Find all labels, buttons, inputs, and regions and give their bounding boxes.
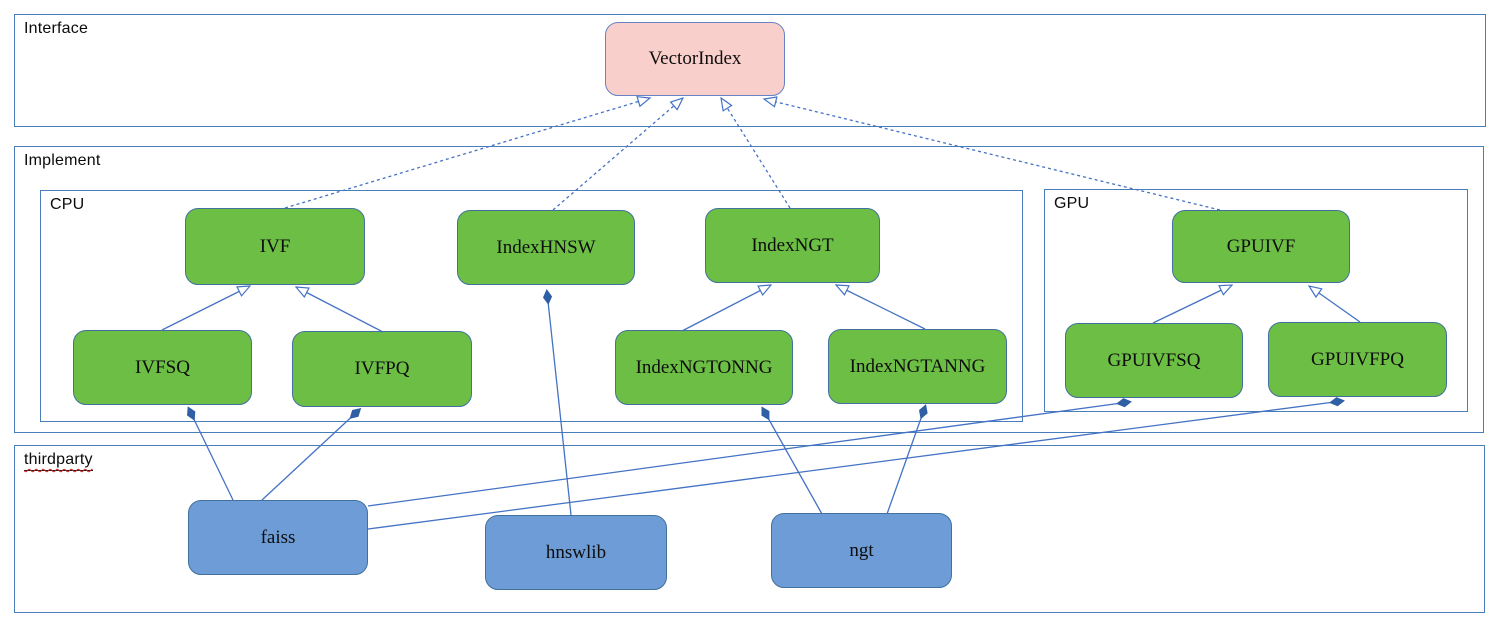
node-indexhnsw-label: IndexHNSW bbox=[496, 236, 596, 258]
node-gpuivfsq-label: GPUIVFSQ bbox=[1107, 349, 1201, 371]
container-implement-label: Implement bbox=[24, 152, 101, 169]
node-ivfpq-label: IVFPQ bbox=[354, 358, 410, 379]
node-vectorindex: VectorIndex bbox=[605, 22, 785, 96]
node-ivfsq-label: IVFSQ bbox=[135, 356, 190, 378]
node-gpuivfpq-label: GPUIVFPQ bbox=[1311, 348, 1404, 370]
node-gpuivfsq: GPUIVFSQ bbox=[1065, 323, 1243, 398]
node-indexhnsw: IndexHNSW bbox=[457, 210, 635, 285]
node-ivfpq: IVFPQ bbox=[292, 331, 472, 407]
node-indexngt-label: IndexNGT bbox=[751, 234, 834, 256]
node-gpuivf-label: GPUIVF bbox=[1226, 235, 1296, 257]
node-ngt: ngt bbox=[771, 513, 952, 588]
container-cpu-label: CPU bbox=[50, 196, 85, 213]
node-ivf: IVF bbox=[185, 208, 365, 285]
container-gpu-label: GPU bbox=[1054, 195, 1090, 212]
node-indexngtanng: IndexNGTANNG bbox=[828, 329, 1007, 404]
node-faiss-label: faiss bbox=[260, 526, 296, 548]
node-ivf-label: IVF bbox=[259, 235, 291, 257]
node-ivfsq: IVFSQ bbox=[73, 330, 252, 405]
node-vectorindex-label: VectorIndex bbox=[648, 48, 742, 69]
node-indexngtonng-label: IndexNGTONNG bbox=[635, 356, 773, 378]
node-indexngt: IndexNGT bbox=[705, 208, 880, 283]
node-faiss: faiss bbox=[188, 500, 368, 575]
node-indexngtonng: IndexNGTONNG bbox=[615, 330, 793, 405]
node-ngt-label: ngt bbox=[849, 539, 874, 561]
container-interface-label: Interface bbox=[24, 20, 89, 37]
container-thirdparty-label: thirdparty bbox=[24, 451, 93, 471]
node-hnswlib-label: hnswlib bbox=[545, 541, 607, 563]
node-indexngtanng-label: IndexNGTANNG bbox=[849, 355, 986, 377]
node-gpuivf: GPUIVF bbox=[1172, 210, 1350, 283]
node-gpuivfpq: GPUIVFPQ bbox=[1268, 322, 1447, 397]
node-hnswlib: hnswlib bbox=[485, 515, 667, 590]
